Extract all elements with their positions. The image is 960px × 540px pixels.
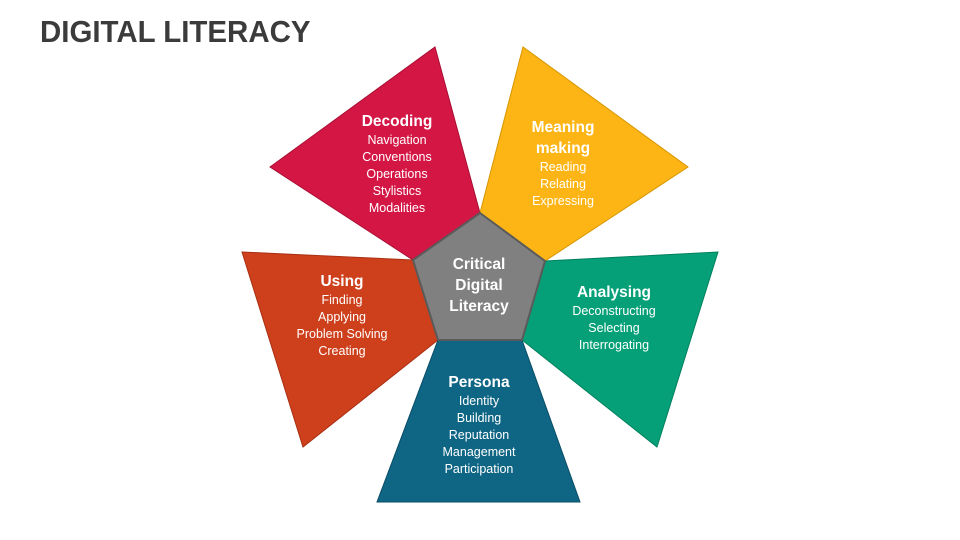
segment-item: Building [456,411,502,425]
center-line: Critical [452,256,506,273]
segment-persona-label: Persona Identity Building Reputation Man… [443,372,516,478]
segment-heading: making [535,140,591,157]
segment-item: Navigation [367,133,427,147]
center-line: Digital [455,277,503,294]
center-line: Literacy [449,298,509,315]
segment-item: Applying [318,310,366,324]
segment-item: Expressing [532,194,594,208]
segment-heading: Using [320,273,364,290]
segment-item: Reputation [448,428,510,442]
segment-item: Deconstructing [572,304,656,318]
slide-title: DIGITAL LITERACY [40,14,311,49]
segment-item: Participation [444,462,514,476]
segment-item: Problem Solving [296,327,388,341]
segment-item: Conventions [362,150,432,164]
segment-analysing-label: Analysing Deconstructing Selecting Inter… [572,282,655,354]
segment-meaning-making-label: Meaning making Reading Relating Expressi… [532,117,595,210]
segment-heading: Analysing [576,284,652,301]
segment-heading: Persona [448,374,510,391]
center-pentagon [411,211,547,341]
segment-heading: Decoding [361,113,433,130]
segment-item: Interrogating [578,338,650,352]
segment-using-label: Using Finding Applying Problem Solving C… [296,271,387,360]
segment-item: Creating [318,344,366,358]
segment-item: Selecting [588,321,640,335]
segment-item: Relating [540,177,586,191]
segment-item: Identity [458,394,500,408]
segment-item: Finding [321,293,363,307]
segment-item: Stylistics [372,184,422,198]
segment-item: Management [442,445,516,459]
center-label: Critical Digital Literacy [449,254,508,317]
segment-item: Operations [366,167,428,181]
segment-heading: Meaning [531,119,595,136]
segment-decoding-label: Decoding Navigation Conventions Operatio… [362,111,433,217]
segment-item: Reading [539,160,587,174]
segment-item: Modalities [368,201,426,215]
